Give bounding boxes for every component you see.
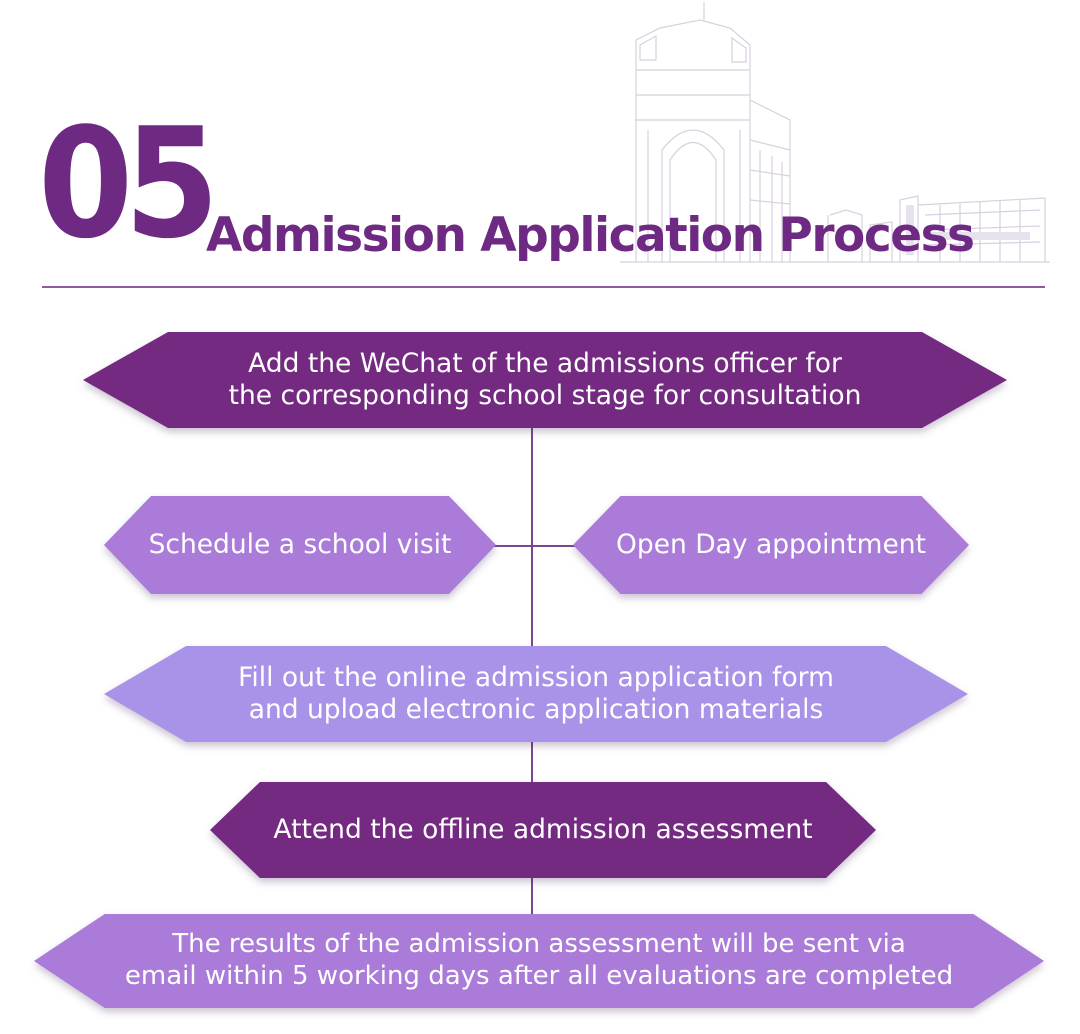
section-title: Admission Application Process <box>206 208 975 263</box>
hexagon-shape <box>104 496 496 594</box>
hexagon-shape <box>210 782 876 878</box>
step-assessment: Attend the offline admission assessment <box>210 782 876 878</box>
step-results-line1: The results of the admission assessment … <box>172 929 906 960</box>
step-consultation-line2: the corresponding school stage for consu… <box>228 380 862 411</box>
step-application-form-line2: and upload electronic application materi… <box>248 694 824 725</box>
building-sketch-icon <box>620 2 1050 263</box>
step-assessment-label: Attend the offline admission assessment <box>273 813 813 845</box>
hexagon-shape <box>573 496 969 594</box>
hexagon-shape <box>104 646 968 742</box>
section-number: 05 <box>38 95 219 272</box>
step-open-day: Open Day appointment <box>573 496 969 594</box>
step-school-visit: Schedule a school visit <box>104 496 496 594</box>
step-school-visit-label: Schedule a school visit <box>148 528 452 560</box>
step-application-form: Fill out the online admission applicatio… <box>104 646 968 742</box>
step-results: The results of the admission assessment … <box>34 914 1044 1008</box>
step-open-day-label: Open Day appointment <box>616 528 926 560</box>
step-consultation-line1: Add the WeChat of the admissions officer… <box>248 347 842 379</box>
step-application-form-line1: Fill out the online admission applicatio… <box>238 661 834 693</box>
hexagon-shape <box>83 332 1007 428</box>
step-results-line2: email within 5 working days after all ev… <box>124 961 954 991</box>
header-divider <box>42 286 1045 288</box>
hexagon-shape <box>34 914 1044 1008</box>
step-consultation: Add the WeChat of the admissions officer… <box>83 332 1007 428</box>
